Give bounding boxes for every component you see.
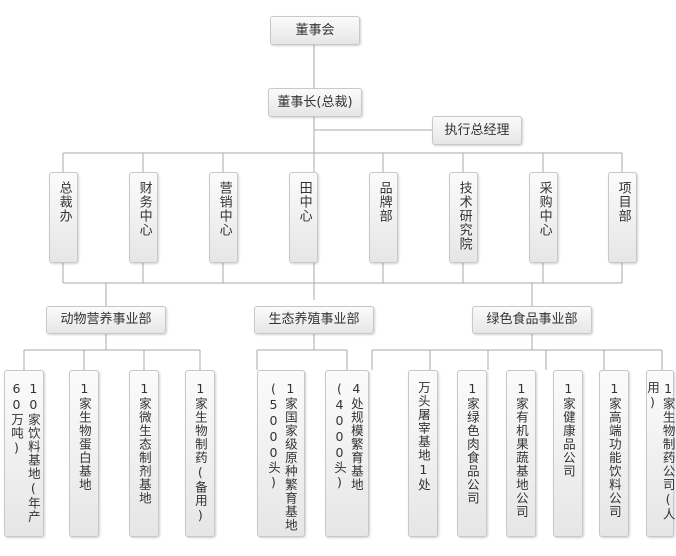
division-label: 绿色食品事业部 xyxy=(486,312,578,328)
dept-box-marketing: 营销中心 xyxy=(209,172,238,263)
unit-label: 1家国家级原种繁育基地(5000头) xyxy=(266,381,298,532)
chairman-label: 董事长(总裁) xyxy=(277,94,353,110)
unit-box-organic-produce: 1家有机果蔬基地公司 xyxy=(506,370,536,537)
unit-label: 1家生物制药公司(人用) xyxy=(645,381,676,521)
dept-label: 营销中心 xyxy=(216,181,232,237)
dept-box-brand: 品牌部 xyxy=(369,172,398,263)
executive-label: 执行总经理 xyxy=(444,122,510,138)
dept-label: 田中心 xyxy=(296,181,312,223)
chairman-box: 董事长(总裁) xyxy=(268,88,362,117)
unit-label: 1家生物蛋白基地 xyxy=(76,381,92,492)
unit-label: 1家健康品公司 xyxy=(560,381,576,478)
unit-label: 1家高端功能饮料公司 xyxy=(606,381,622,519)
board-label: 董事会 xyxy=(295,22,335,38)
dept-label: 总裁办 xyxy=(56,181,72,223)
dept-label: 项目部 xyxy=(615,181,631,223)
division-label: 生态养殖事业部 xyxy=(268,312,360,328)
unit-label: 1家有机果蔬基地公司 xyxy=(513,381,529,519)
unit-box-national-breeding: 1家国家级原种繁育基地(5000头) xyxy=(257,370,305,537)
division-box-green: 绿色食品事业部 xyxy=(472,306,592,334)
dept-box-general-office: 总裁办 xyxy=(49,172,78,263)
unit-box-functional-drinks: 1家高端功能饮料公司 xyxy=(599,370,629,537)
unit-label: 4处规模繁育基地(4000头) xyxy=(332,381,364,492)
unit-box-slaughter: 万头屠宰基地1处 xyxy=(408,370,438,537)
unit-box-microecology: 1家微生态制剂基地 xyxy=(129,370,159,537)
dept-box-finance: 财务中心 xyxy=(129,172,158,263)
unit-label: 10家饮料基地(年产60万吨) xyxy=(9,381,41,524)
dept-label: 财务中心 xyxy=(136,181,152,237)
unit-box-biopharma-reserve: 1家生物制药(备用) xyxy=(185,370,215,537)
unit-box-human-pharma: 1家生物制药公司(人用) xyxy=(645,370,676,537)
dept-box-projects: 项目部 xyxy=(608,172,637,263)
dept-label: 采购中心 xyxy=(536,181,552,237)
unit-label: 万头屠宰基地1处 xyxy=(415,381,431,492)
unit-label: 1家生物制药(备用) xyxy=(192,381,208,524)
unit-box-feed-bases: 10家饮料基地(年产60万吨) xyxy=(4,370,44,537)
unit-box-green-meat: 1家绿色肉食品公司 xyxy=(457,370,487,537)
board-box: 董事会 xyxy=(270,16,360,45)
executive-box: 执行总经理 xyxy=(432,116,522,145)
unit-box-bio-protein: 1家生物蛋白基地 xyxy=(69,370,99,537)
division-box-eco: 生态养殖事业部 xyxy=(254,306,374,334)
unit-label: 1家绿色肉食品公司 xyxy=(464,381,480,505)
unit-box-breeding-bases: 4处规模繁育基地(4000头) xyxy=(325,370,369,537)
division-box-animal: 动物营养事业部 xyxy=(46,306,166,334)
dept-box-research: 技术研究院 xyxy=(449,172,478,263)
unit-label: 1家微生态制剂基地 xyxy=(136,381,152,505)
dept-box-field: 田中心 xyxy=(289,172,318,263)
dept-label: 品牌部 xyxy=(376,181,392,223)
dept-label: 技术研究院 xyxy=(456,181,472,251)
dept-box-purchasing: 采购中心 xyxy=(529,172,558,263)
division-label: 动物营养事业部 xyxy=(60,312,152,328)
unit-box-health-products: 1家健康品公司 xyxy=(553,370,583,537)
